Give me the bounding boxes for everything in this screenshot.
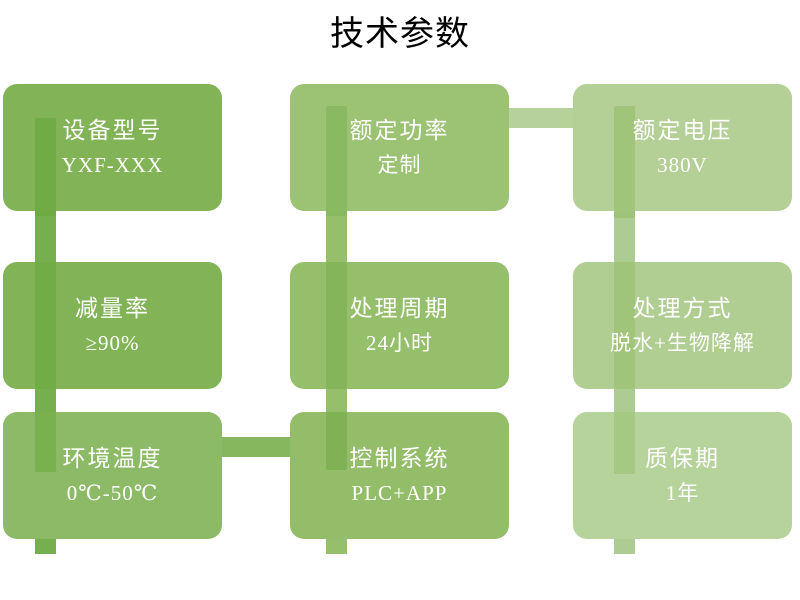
card-accent-bar xyxy=(326,412,347,470)
card-accent-bar xyxy=(614,106,635,218)
card-label: 控制系统 xyxy=(349,445,450,471)
card-label: 额定电压 xyxy=(632,117,733,143)
card-value: 0℃-50℃ xyxy=(66,480,159,505)
card-accent-bar xyxy=(35,118,56,216)
card-treatment-method[interactable]: 处理方式 脱水+生物降解 xyxy=(573,262,792,389)
card-label: 环境温度 xyxy=(62,445,163,471)
card-value: YXF-XXX xyxy=(61,152,164,177)
page-title: 技术参数 xyxy=(330,14,470,54)
card-accent-bar xyxy=(35,412,56,472)
card-control-system[interactable]: 控制系统 PLC+APP xyxy=(290,412,509,539)
card-value: 脱水+生物降解 xyxy=(610,330,755,355)
card-value: PLC+APP xyxy=(351,480,448,505)
card-value: ≥90% xyxy=(85,330,140,355)
card-rated-power[interactable]: 额定功率 定制 xyxy=(290,84,509,216)
card-label: 额定功率 xyxy=(349,117,450,143)
card-label: 设备型号 xyxy=(62,117,163,143)
card-accent-bar xyxy=(35,262,56,389)
card-reduction-rate[interactable]: 减量率 ≥90% xyxy=(3,262,222,389)
card-accent-bar xyxy=(614,262,635,389)
card-label: 质保期 xyxy=(645,445,720,471)
card-ambient-temperature[interactable]: 环境温度 0℃-50℃ xyxy=(3,412,222,539)
card-accent-bar xyxy=(614,412,635,474)
card-treatment-cycle[interactable]: 处理周期 24小时 xyxy=(290,262,509,389)
card-value: 380V xyxy=(657,152,708,177)
card-label: 减量率 xyxy=(75,295,150,321)
card-warranty[interactable]: 质保期 1年 xyxy=(573,412,792,539)
card-rated-voltage[interactable]: 额定电压 380V xyxy=(573,84,792,218)
card-accent-bar xyxy=(326,106,347,216)
card-value: 24小时 xyxy=(366,330,433,355)
card-model[interactable]: 设备型号 YXF-XXX xyxy=(3,84,222,216)
card-value: 定制 xyxy=(377,152,422,177)
card-value: 1年 xyxy=(665,480,700,505)
card-accent-bar xyxy=(326,262,347,389)
card-label: 处理方式 xyxy=(632,295,733,321)
card-label: 处理周期 xyxy=(349,295,450,321)
